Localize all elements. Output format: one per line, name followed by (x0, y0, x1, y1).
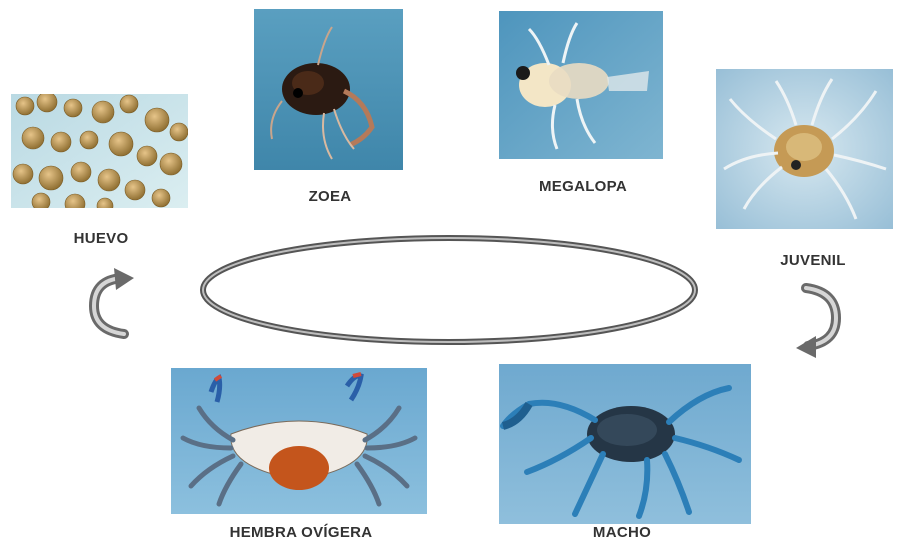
circular-arrow-right-icon (794, 280, 848, 360)
circular-arrow-left-icon (82, 268, 136, 348)
